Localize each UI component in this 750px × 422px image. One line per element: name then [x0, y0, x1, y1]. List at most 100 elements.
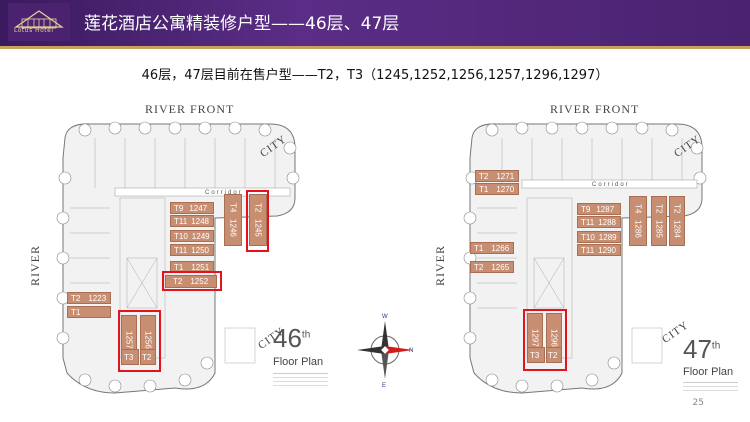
river-front-label-47: RIVER FRONT [550, 102, 640, 116]
unit-46-1246[interactable]: T4 1246 [224, 194, 242, 246]
unit-47-1286[interactable]: T4 1286 [629, 196, 647, 246]
unit-46-t1[interactable]: T1 [67, 306, 111, 318]
floor-number-46: 46th [273, 323, 310, 354]
unit-type: T1 [474, 243, 484, 253]
unit-number: 1270 [496, 184, 515, 194]
header-bar: Lotus Hotel 莲花酒店公寓精装修户型——46层、47层 [0, 0, 750, 49]
unit-number: 1249 [191, 231, 210, 241]
river-label-46: RIVER [28, 245, 42, 286]
unit-type: T2 [71, 293, 81, 303]
highlight-46-1256-1257 [118, 310, 161, 372]
unit-47-t3[interactable]: T3 [527, 347, 545, 363]
highlight-46-1252 [162, 271, 222, 291]
unit-number: 1256 [143, 331, 153, 349]
unit-type: T1 [174, 262, 184, 272]
floor-plan-notes-46 [273, 372, 328, 389]
unit-number: 1257 [124, 331, 134, 349]
floor-plan-label-47: Floor Plan [683, 366, 734, 378]
unit-type: T4 [228, 203, 238, 213]
unit-47-1285[interactable]: T2 1285 [651, 196, 667, 246]
page-subtitle: 46层，47层目前在售户型——T2，T3（1245,1252,1256,1257… [141, 68, 609, 83]
unit-number: 1223 [88, 293, 107, 303]
lotus-hotel-logo [8, 3, 70, 41]
floor-plan-46-drawing: Corridor [56, 121, 300, 394]
river-label-47: RIVER [433, 245, 447, 286]
unit-number: 1284 [672, 219, 682, 238]
unit-type: T2 [672, 204, 682, 214]
unit-47-1287[interactable]: T9 1287 [577, 203, 621, 215]
unit-type: T11 [581, 217, 595, 227]
unit-47-1270[interactable]: T1 1270 [475, 183, 519, 195]
unit-number: 1286 [633, 219, 643, 238]
unit-type: T11 [174, 245, 188, 255]
unit-number: 1246 [228, 218, 238, 237]
unit-number: 1296 [549, 329, 559, 347]
unit-type: T2 [548, 350, 558, 360]
unit-number: 1289 [598, 232, 617, 242]
floor-plan-47-drawing: Corridor [463, 121, 707, 394]
compass-rose-icon: W E S N [357, 314, 413, 388]
unit-type: T2 [474, 262, 484, 272]
floor-number-value: 47 [683, 334, 712, 364]
page-title: 莲花酒店公寓精装修户型——46层、47层 [84, 14, 400, 34]
unit-number: 1251 [191, 262, 210, 272]
unit-type: T9 [581, 204, 591, 214]
compass-e: N [409, 348, 413, 354]
unit-type: T2 [479, 171, 489, 181]
highlight-46-1245 [246, 190, 269, 252]
unit-number: 1290 [598, 245, 616, 255]
unit-type: T3 [124, 352, 134, 362]
unit-number: 1271 [496, 171, 515, 181]
unit-type: T4 [633, 204, 643, 214]
unit-type: T2 [173, 277, 183, 286]
unit-46-t3[interactable]: T3 [121, 349, 139, 365]
unit-type: T9 [174, 203, 184, 213]
floor-number-value: 46 [273, 323, 302, 353]
unit-46-1223[interactable]: T2 1223 [67, 292, 111, 304]
unit-type: T10 [174, 231, 188, 241]
unit-46-t2[interactable]: T2 [140, 349, 156, 365]
floor-number-47: 47th [683, 334, 720, 365]
floor-plan-notes-47 [683, 381, 738, 394]
unit-type: T1 [479, 184, 489, 194]
unit-47-t2[interactable]: T2 [546, 347, 562, 363]
compass-n: W [382, 314, 388, 320]
unit-46-1245[interactable]: T2 1245 [249, 194, 267, 246]
page-number: 25 [692, 398, 704, 408]
unit-47-1284[interactable]: T2 1284 [669, 196, 685, 246]
floor-suffix: th [301, 329, 311, 341]
floor-suffix: th [711, 340, 721, 352]
unit-46-1247[interactable]: T9 1247 [170, 202, 214, 214]
unit-type: T2 [654, 204, 664, 214]
unit-number: 1285 [654, 219, 664, 238]
unit-number: 1297 [530, 329, 540, 347]
corridor-label-47: Corridor [592, 182, 630, 188]
unit-number: 1252 [190, 277, 209, 286]
corridor-label-46: Corridor [205, 190, 243, 196]
unit-47-1271[interactable]: T2 1271 [475, 170, 519, 182]
unit-number: 1288 [598, 217, 616, 227]
unit-type: T11 [174, 216, 188, 226]
river-front-label-46: RIVER FRONT [145, 102, 235, 116]
compass-s: E [382, 383, 386, 388]
unit-46-1252[interactable]: T2 1252 [165, 275, 217, 288]
unit-number: 1247 [189, 203, 208, 213]
unit-number: 1245 [253, 218, 263, 237]
unit-type: T2 [253, 203, 263, 213]
unit-type: T3 [530, 350, 540, 360]
unit-47-1265[interactable]: T2 1265 [470, 261, 514, 273]
unit-type: T11 [581, 245, 595, 255]
unit-type: T10 [581, 232, 595, 242]
logo-text: Lotus Hotel [14, 27, 54, 34]
unit-type: T1 [71, 307, 81, 317]
highlight-47-1296-1297 [523, 309, 567, 371]
unit-number: 1287 [596, 204, 615, 214]
unit-number: 1265 [491, 262, 510, 272]
